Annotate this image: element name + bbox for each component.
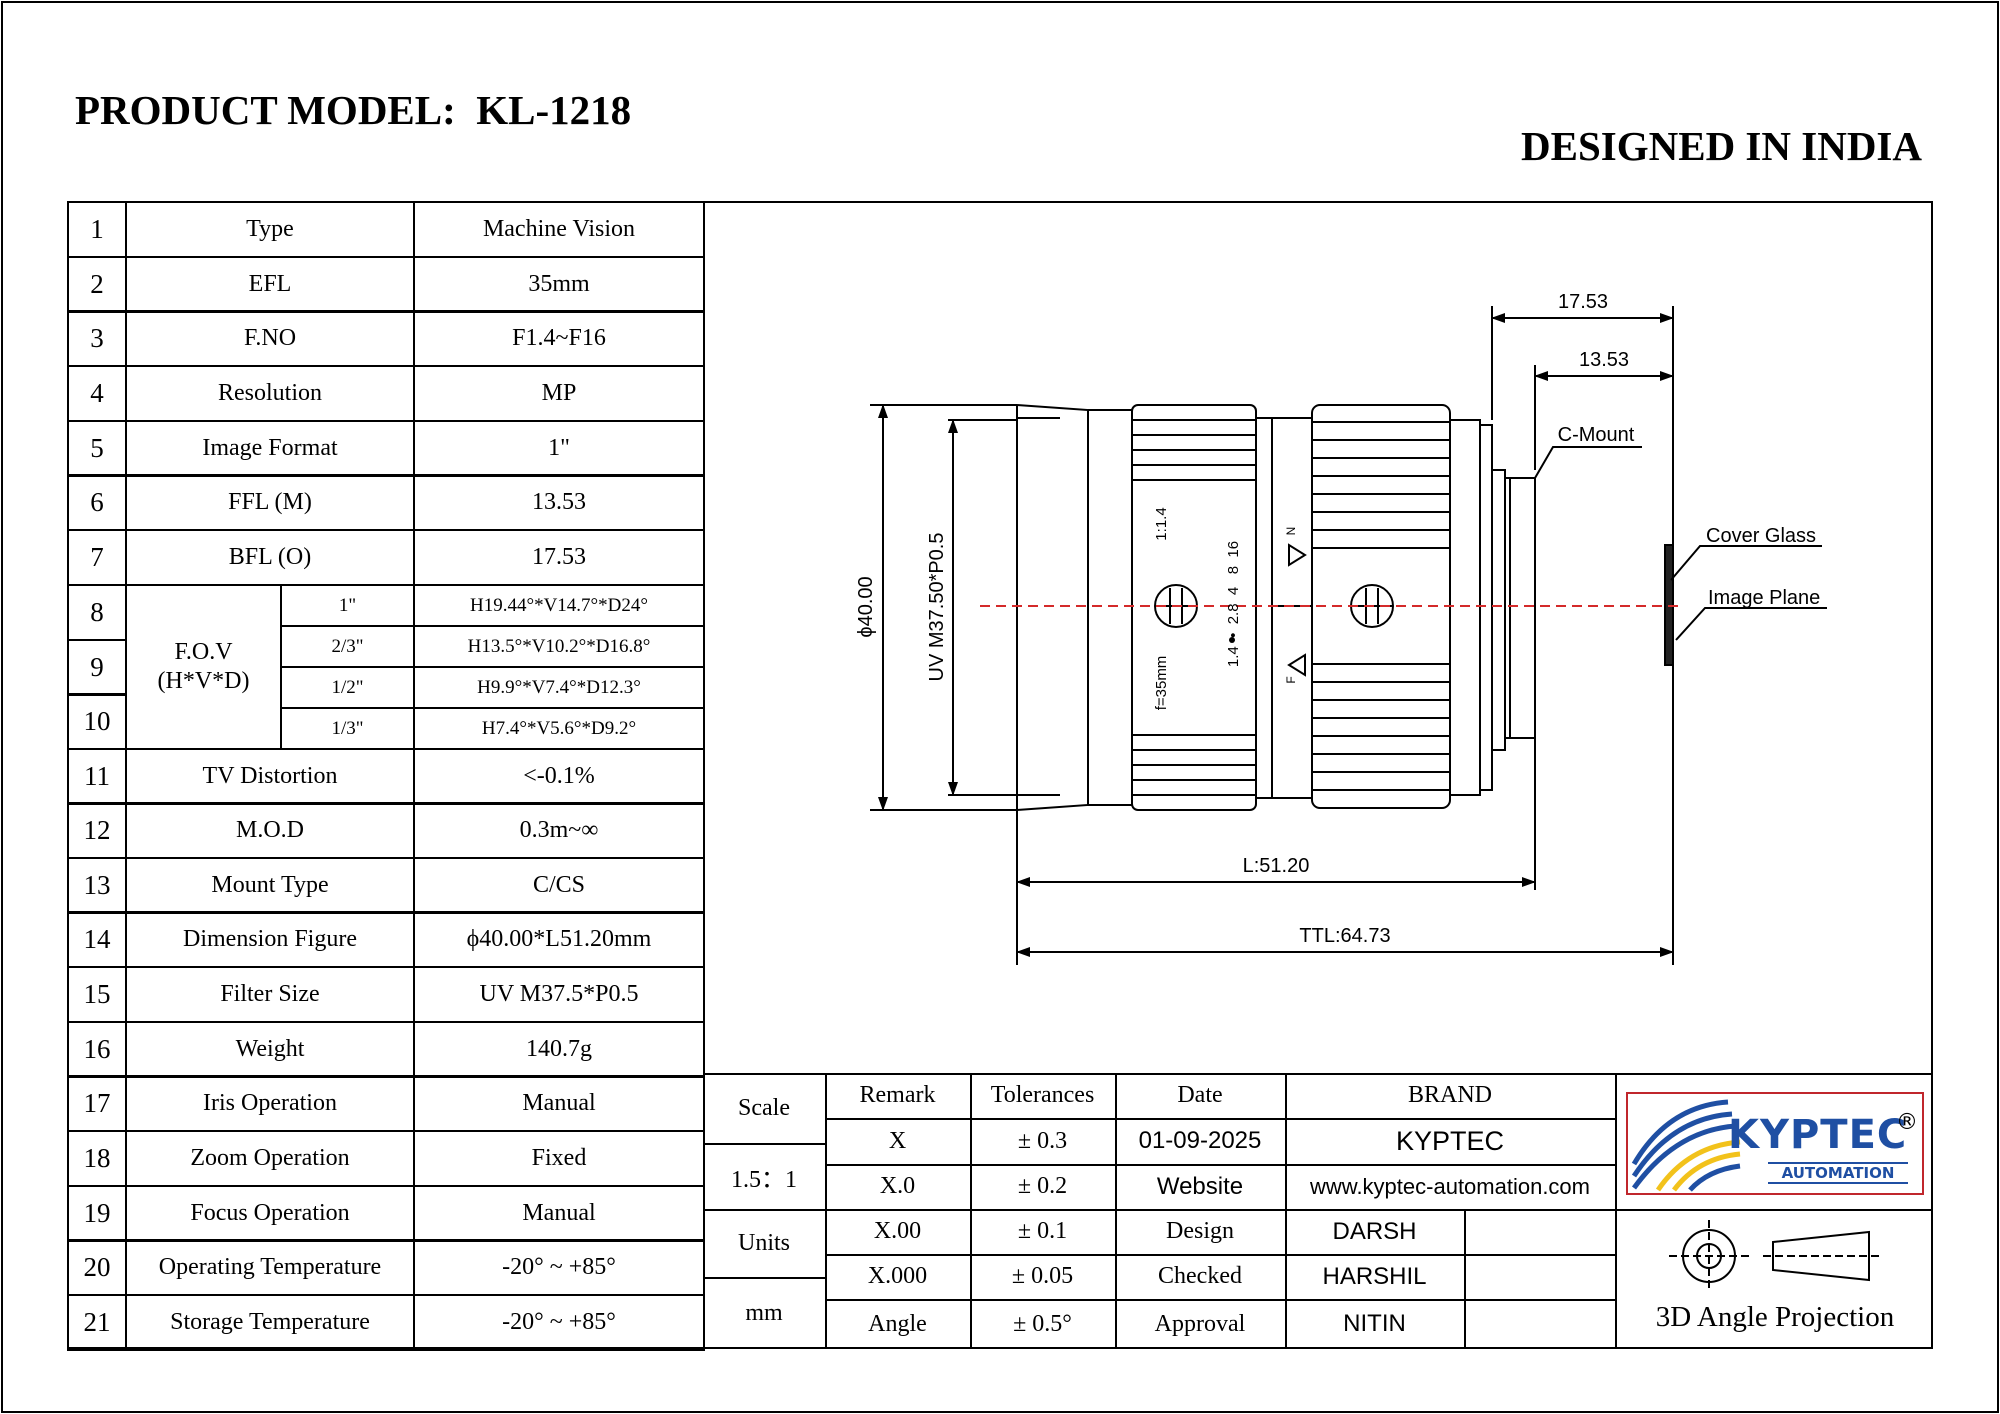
title-block [703,1073,1933,1349]
tol-x00: ± 0.1 [1017,1218,1068,1244]
tolerances-header: Tolerances [990,1082,1095,1108]
website-label: Website [1156,1172,1244,1200]
spec-row-value: ϕ40.00*L51.20mm [413,911,705,968]
cover-glass-label: Cover Glass [1706,525,1816,547]
dim-bfl: 17.53 [1558,291,1608,313]
logo-text: KYPTEC [1728,1112,1908,1158]
spec-row-label: Focus Operation [125,1185,415,1242]
lens-front-barrel [1016,404,1133,811]
scale-value: 1.5：1 [731,1166,797,1193]
spec-row-value: <-0.1% [413,748,705,805]
image-plane-label: Image Plane [1708,587,1820,609]
focus-ring [1131,404,1273,811]
spec-row-label: Mount Type [125,857,415,914]
scale-label: Scale [738,1094,790,1121]
far-mark: F [1284,676,1298,683]
remark-x: X [888,1127,907,1154]
brand-header: BRAND [1407,1082,1492,1108]
filter-thread-dim: UV M37.50*P0.5 [926,533,948,682]
logo-arcs-icon [1631,1099,1741,1192]
approval-label: Approval [1154,1310,1246,1337]
middle-ring [1271,417,1313,799]
ttl-dim: TTL:64.73 [1299,925,1390,947]
tol-x: ± 0.3 [1017,1127,1068,1154]
remark-header: Remark [859,1082,936,1108]
dim-ffl: 13.53 [1579,349,1629,371]
checked-value: HARSHIL [1322,1262,1427,1290]
iris-scale: 1.4 • 2.8 4 8 16 [1225,541,1242,667]
spec-row-label: TV Distortion [125,748,415,805]
page-title: PRODUCT MODEL: KL-1218 [75,87,632,133]
spec-row-value: -20° ~ +85° [413,1294,705,1351]
spec-row-value: C/CS [413,857,705,914]
focal-length-mark: f=35mm [1153,656,1170,711]
logo-registered: ® [1896,1110,1918,1135]
spec-row-value: 140.7g [413,1021,705,1078]
length-dim: L:51.20 [1243,855,1310,877]
approval-value: NITIN [1343,1310,1406,1337]
projection-symbol [1669,1220,1879,1292]
tol-x0: ± 0.2 [1017,1173,1068,1199]
remark-angle: Angle [868,1310,927,1337]
aperture-mark: 1:1.4 [1153,507,1170,540]
units-label: Units [737,1229,790,1256]
checked-label: Checked [1158,1263,1242,1289]
spec-row-label: Storage Temperature [125,1294,415,1351]
projection-label: 3D Angle Projection [1655,1300,1895,1333]
spec-row-label: EFL [125,256,415,313]
diameter-dim: ϕ40.00 [855,576,877,637]
remark-x0: X.0 [879,1173,916,1199]
design-value: DARSH [1332,1217,1417,1245]
origin-label: DESIGNED IN INDIA [1521,123,1922,169]
remark-x000: X.000 [867,1263,928,1289]
c-mount-label: C-Mount [1558,424,1635,446]
spec-row-value: 35mm [413,256,705,313]
spec-row-number: 19 [67,1185,127,1242]
date-value: 01-09-2025 [1138,1127,1262,1154]
logo-subtext: AUTOMATION [1768,1162,1908,1184]
rear-barrel [1449,419,1536,796]
near-mark: N [1284,527,1298,536]
brand-value: KYPTEC [1395,1125,1505,1156]
remark-x00: X.00 [873,1218,922,1244]
tol-x000: ± 0.05 [1011,1263,1074,1289]
units-value: mm [745,1299,783,1326]
date-header: Date [1177,1082,1223,1108]
spec-row-value: 1" [413,420,705,477]
website-value[interactable]: www.kyptec-automation.com [1310,1173,1590,1199]
spec-row-value: Manual [413,1185,705,1242]
design-label: Design [1166,1218,1234,1244]
kyptec-logo: KYPTEC ® AUTOMATION [1626,1092,1924,1195]
tol-angle: ± 0.5° [1013,1310,1072,1337]
